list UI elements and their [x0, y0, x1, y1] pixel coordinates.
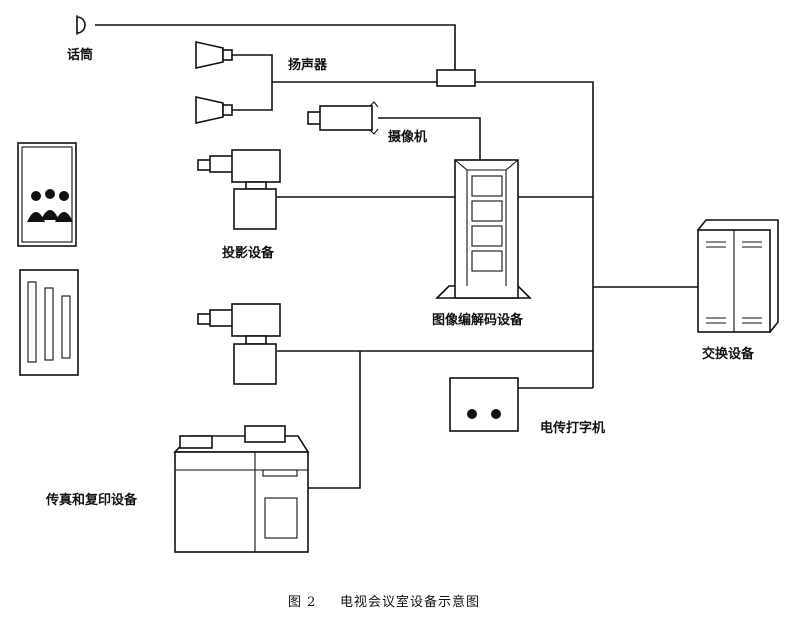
fax-copier-icon — [173, 425, 310, 553]
camera-icon — [307, 101, 379, 135]
figure-title: 电视会议室设备示意图 — [340, 594, 480, 610]
projector-label: 投影设备 — [222, 245, 275, 261]
teleprinter-label: 电传打字机 — [540, 420, 605, 436]
projector-top-icon — [197, 149, 281, 230]
figure-number: 图 2 — [288, 595, 316, 610]
camera-label: 摄像机 — [388, 129, 427, 145]
microphone-icon — [76, 15, 86, 35]
connection-lines — [95, 24, 698, 489]
switch-label: 交换设备 — [702, 346, 755, 362]
switch-cabinet-icon — [696, 219, 779, 334]
microphone-label: 话筒 — [67, 47, 93, 63]
speaker-top-icon — [195, 41, 233, 69]
audio-junction-box — [436, 69, 476, 87]
codec-label: 图像编解码设备 — [432, 312, 524, 328]
wall-panel-icon — [19, 269, 79, 376]
speaker-bottom-icon — [195, 96, 233, 124]
teleprinter-icon — [449, 377, 519, 432]
projector-bottom-icon — [197, 303, 281, 385]
fax-copier-label: 传真和复印设备 — [45, 492, 138, 508]
display-screen-icon — [17, 142, 77, 247]
speaker-label: 扬声器 — [288, 57, 328, 73]
codec-rack-icon — [435, 159, 532, 299]
